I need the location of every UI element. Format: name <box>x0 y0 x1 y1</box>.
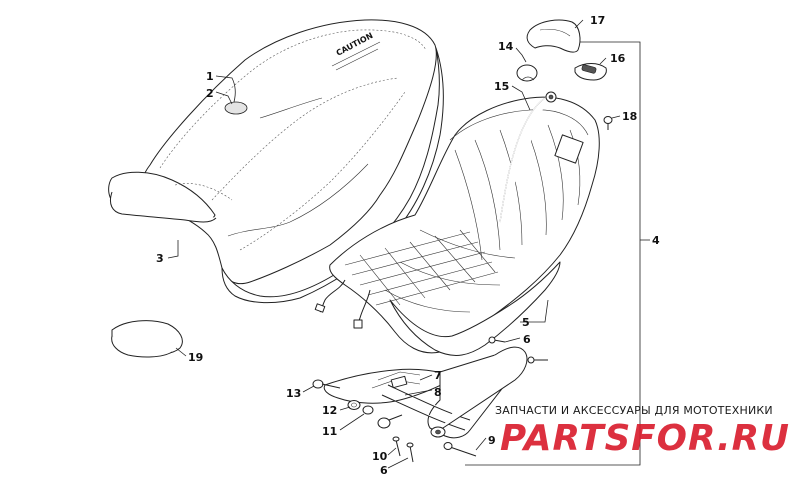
trim-cover[interactable] <box>112 321 183 357</box>
latch-cover[interactable] <box>527 20 580 52</box>
washer-nut-set[interactable] <box>348 401 373 415</box>
hinge-bracket[interactable] <box>324 347 527 438</box>
mounting-bolt[interactable] <box>444 443 476 457</box>
hinge-pin[interactable] <box>378 415 402 428</box>
callout-8: 8 <box>434 386 442 399</box>
watermark-logo-text: PARTSFOR.RU <box>500 418 790 459</box>
wiring-harness[interactable] <box>315 280 370 328</box>
callout-13: 13 <box>286 387 301 400</box>
assembly-bracket-line <box>465 42 650 465</box>
callout-15: 15 <box>494 80 509 93</box>
callout-5: 5 <box>522 316 530 329</box>
callout-6-lower: 6 <box>380 464 388 477</box>
retaining-screw[interactable] <box>604 117 612 131</box>
callout-17: 17 <box>590 14 605 27</box>
callout-1: 1 <box>206 70 214 83</box>
callout-16: 16 <box>610 52 626 65</box>
push-rivets-upper[interactable] <box>489 337 548 363</box>
callout-19: 19 <box>188 351 203 364</box>
callout-3: 3 <box>156 252 164 265</box>
callout-12: 12 <box>322 404 337 417</box>
callout-2: 2 <box>206 87 214 100</box>
callout-18: 18 <box>622 110 637 123</box>
latch-handle[interactable] <box>575 64 606 81</box>
push-rivets-lower[interactable] <box>393 437 413 462</box>
callout-11: 11 <box>322 425 337 438</box>
leader-lines <box>167 19 621 469</box>
latch-cable[interactable] <box>500 92 556 222</box>
callout-10: 10 <box>372 450 388 463</box>
hinge-bolt[interactable] <box>313 380 340 388</box>
callout-14: 14 <box>498 40 514 53</box>
callout-labels: 1 2 3 4 5 6 6 7 8 9 10 11 12 13 14 15 16… <box>156 14 660 477</box>
spring-clip[interactable] <box>517 65 537 81</box>
seat-patch[interactable] <box>225 102 247 114</box>
callout-6-upper: 6 <box>523 333 531 346</box>
callout-7: 7 <box>434 369 442 382</box>
watermark-caption: ЗАПЧАСТИ И АКСЕССУАРЫ ДЛЯ МОТОТЕХНИКИ <box>495 404 773 417</box>
watermark-logo: PARTSFOR.RU <box>500 418 790 459</box>
callout-9: 9 <box>488 434 496 447</box>
callout-4: 4 <box>652 234 660 247</box>
